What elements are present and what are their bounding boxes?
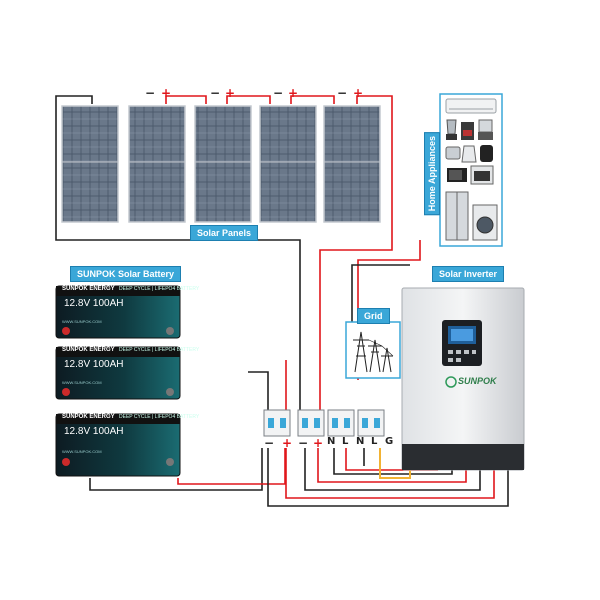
coffee-maker-icon — [461, 122, 474, 140]
sunpok-logo-icon — [445, 376, 457, 388]
ac-breaker-grid — [357, 409, 385, 437]
battery-chemistry: DEEP CYCLE | LIFEPO4 BATTERY — [119, 347, 200, 353]
refrigerator-icon — [445, 191, 469, 241]
dc-breaker-battery — [263, 409, 291, 437]
solar-panel — [128, 105, 186, 223]
inverter-logo-text: SUNPOK — [458, 376, 497, 386]
battery-brand: SUNPOK ENERGY — [62, 347, 115, 353]
battery-unit — [55, 346, 181, 400]
air-conditioner-icon — [445, 98, 497, 114]
output-neutral-terminal: N — [327, 436, 336, 447]
battery-website: WWW.SUNPOK.COM — [62, 319, 102, 324]
grid-label: Grid — [357, 308, 390, 324]
home-appliances-panel — [439, 93, 503, 247]
solar-battery-label: SUNPOK Solar Battery — [70, 266, 182, 282]
battery-website: WWW.SUNPOK.COM — [62, 380, 102, 385]
inverter-buttons — [448, 350, 476, 362]
battery-brand: SUNPOK ENERGY — [62, 286, 115, 292]
panel-plus-sign: + — [225, 86, 236, 100]
grid-line-terminal: L — [371, 436, 378, 447]
oven-icon — [470, 165, 494, 185]
kettle-icon — [461, 145, 477, 163]
battery-unit — [55, 413, 181, 477]
battery-spec: 12.8V 100AH — [64, 298, 124, 309]
breaker-group — [263, 409, 385, 437]
toaster-icon — [445, 146, 461, 160]
solar-panels-label: Solar Panels — [190, 225, 259, 241]
solar-inverter — [401, 287, 525, 471]
battery-minus-terminal: − — [264, 436, 275, 450]
grid-box — [345, 321, 401, 379]
solar-panel — [61, 105, 119, 223]
output-line-terminal: L — [342, 436, 349, 447]
solar-panel — [259, 105, 317, 223]
dc-breaker-solar — [297, 409, 325, 437]
battery-plus-terminal: + — [282, 436, 293, 450]
grid-neutral-terminal: N — [356, 436, 365, 447]
inverter-display — [448, 326, 476, 344]
battery-spec: 12.8V 100AH — [64, 359, 124, 370]
blender-icon — [446, 119, 457, 140]
wires — [55, 95, 509, 507]
panel-minus-sign: − — [210, 86, 221, 100]
home-appliances-label: Home Appliances — [424, 132, 440, 216]
solar-panel — [194, 105, 252, 223]
panel-plus-sign: + — [353, 86, 364, 100]
battery-chemistry: DEEP CYCLE | LIFEPO4 BATTERY — [119, 286, 200, 292]
panel-minus-sign: − — [273, 86, 284, 100]
microwave-icon — [447, 168, 467, 182]
solar-panel — [323, 105, 381, 223]
solar-minus-terminal: − — [298, 436, 309, 450]
panel-minus-sign: − — [337, 86, 348, 100]
panel-plus-sign: + — [161, 86, 172, 100]
washing-machine-icon — [472, 204, 498, 241]
battery-spec: 12.8V 100AH — [64, 426, 124, 437]
battery-brand: SUNPOK ENERGY — [62, 414, 115, 420]
ac-breaker-output — [327, 409, 355, 437]
battery-bank — [55, 285, 181, 477]
solar-panel-array — [61, 105, 381, 223]
battery-website: WWW.SUNPOK.COM — [62, 449, 102, 454]
solar-inverter-label: Solar Inverter — [432, 266, 505, 282]
panel-minus-sign: − — [145, 86, 156, 100]
battery-chemistry: DEEP CYCLE | LIFEPO4 BATTERY — [119, 414, 200, 420]
panel-plus-sign: + — [288, 86, 299, 100]
power-tower-icon — [353, 331, 394, 373]
solar-plus-terminal: + — [313, 436, 324, 450]
battery-unit — [55, 285, 181, 339]
ground-terminal: G — [385, 436, 394, 447]
food-processor-icon — [478, 119, 493, 140]
air-fryer-icon — [480, 145, 493, 162]
